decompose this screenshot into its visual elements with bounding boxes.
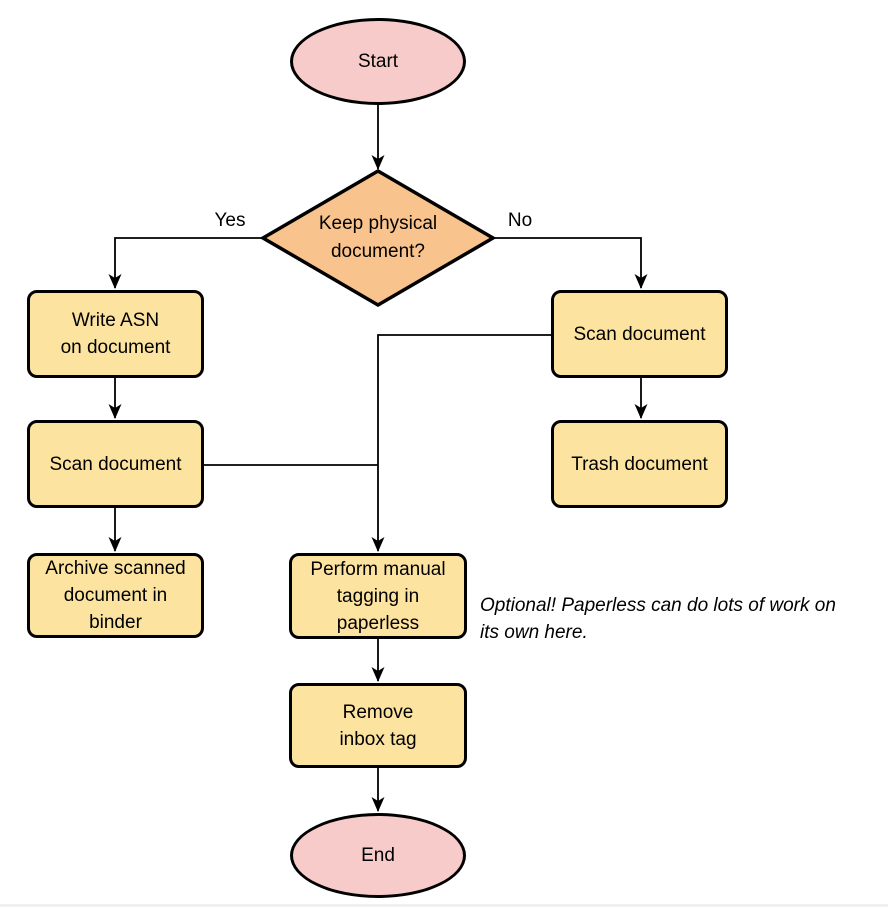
node-archive-binder: Archive scanned document in binder: [27, 553, 204, 638]
edge-label-yes: Yes: [214, 210, 246, 231]
node-remove-inbox-tag: Remove inbox tag: [289, 683, 467, 768]
node-scan-document-left: Scan document: [27, 420, 204, 508]
node-end: End: [290, 813, 466, 898]
edge-scan-right-to-tagging: [371, 334, 551, 552]
node-scan-document-right: Scan document: [551, 290, 728, 378]
node-archive-binder-label: Archive scanned document in binder: [45, 558, 186, 633]
node-write-asn: Write ASN on document: [27, 290, 204, 378]
edge-decision-no-to-scan-right: [492, 237, 648, 289]
node-start-label: Start: [357, 51, 399, 72]
node-scan-document-right-label: Scan document: [573, 323, 706, 345]
node-decision-shape: [259, 168, 497, 308]
node-manual-tagging-label: Perform manual tagging in paperless: [310, 558, 446, 634]
bottom-edge-line: [0, 904, 888, 907]
node-trash-document: Trash document: [551, 420, 728, 508]
node-end-label: End: [361, 845, 395, 866]
note-optional: Optional! Paperless can do lots of work …: [480, 595, 836, 643]
edge-decision-yes-to-write-asn: [108, 237, 264, 289]
edge-label-no: No: [507, 210, 533, 231]
node-decision-label: Keep physical document?: [318, 213, 438, 262]
node-scan-document-left-label: Scan document: [49, 453, 182, 475]
node-start: Start: [290, 18, 466, 105]
node-trash-document-label: Trash document: [571, 453, 708, 475]
node-remove-inbox-tag-label: Remove inbox tag: [339, 701, 417, 750]
node-write-asn-label: Write ASN on document: [60, 310, 171, 358]
node-manual-tagging: Perform manual tagging in paperless: [289, 553, 467, 639]
